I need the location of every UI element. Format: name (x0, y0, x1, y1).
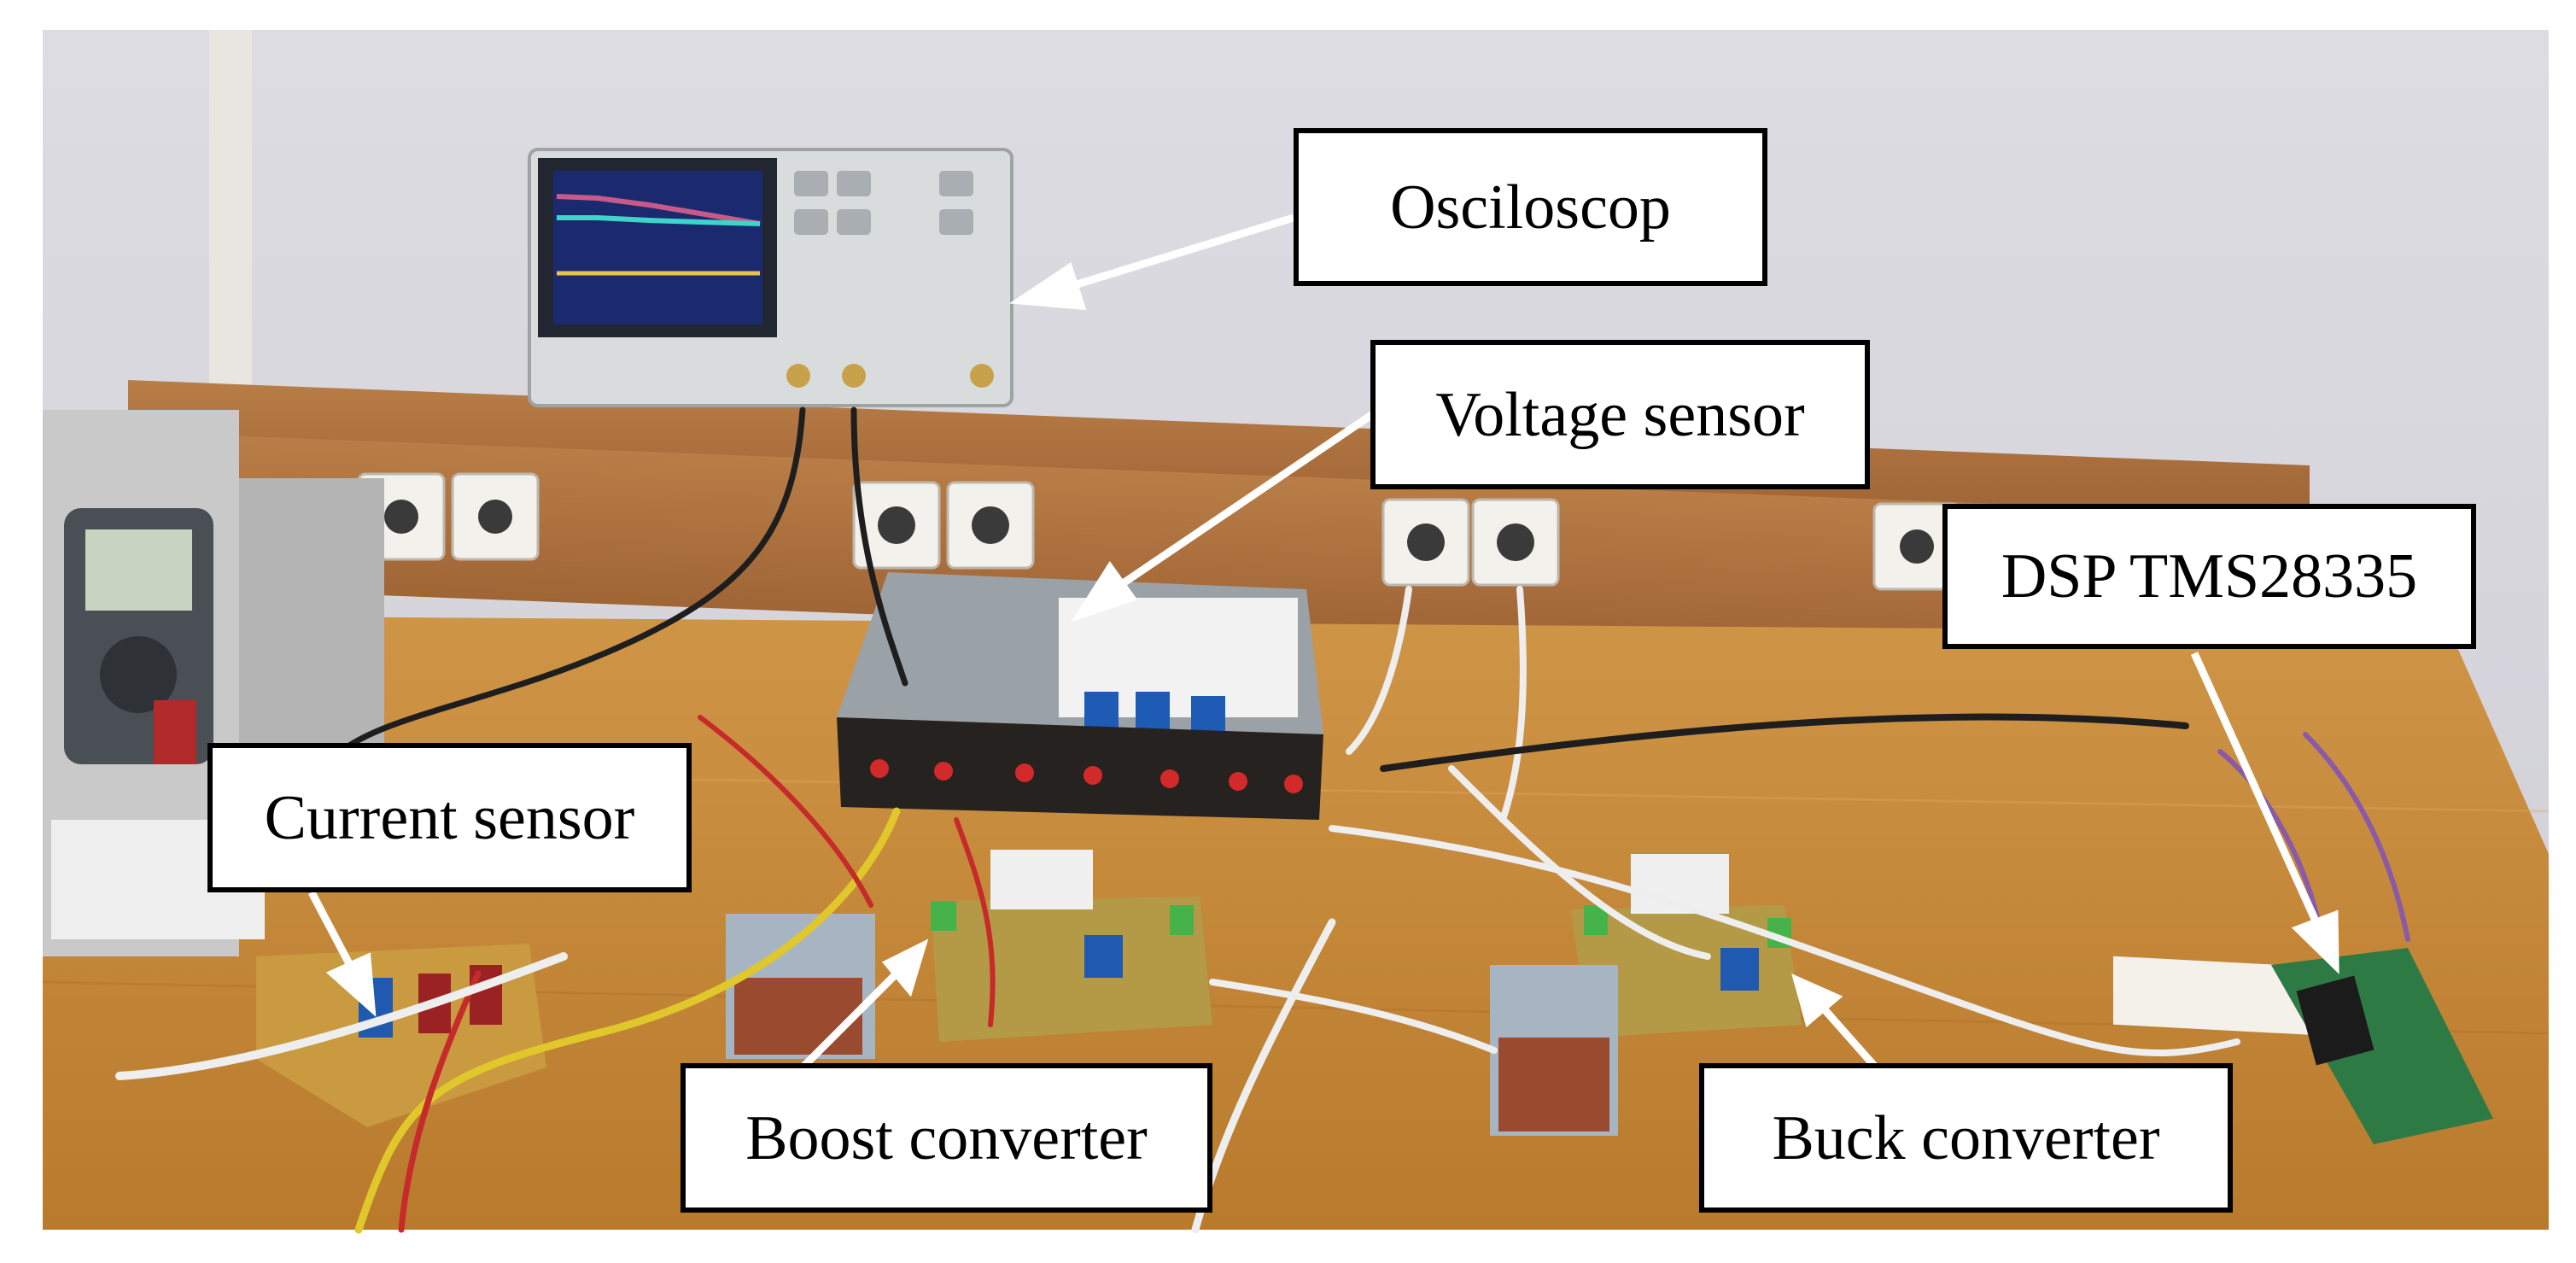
label-boost-converter: Boost converter (681, 1063, 1212, 1213)
shelf-front (128, 431, 2310, 670)
multimeter (64, 508, 213, 764)
cables (115, 406, 2410, 1234)
label-buck-converter: Buck converter (1699, 1063, 2233, 1213)
label-dsp: DSP TMS28335 (1942, 504, 2476, 649)
buck-inductor (1490, 965, 1618, 1136)
voltage-sensor-board (837, 572, 1323, 820)
buck-converter-board (1571, 854, 1802, 1038)
label-current-sensor: Current sensor (207, 743, 692, 892)
boost-converter-board (931, 850, 1212, 1042)
oscilloscope-device (528, 148, 1013, 407)
label-oscilloscope: Osciloscop (1294, 128, 1767, 286)
dsp-board (2271, 948, 2493, 1144)
label-voltage-sensor: Voltage sensor (1370, 340, 1870, 489)
